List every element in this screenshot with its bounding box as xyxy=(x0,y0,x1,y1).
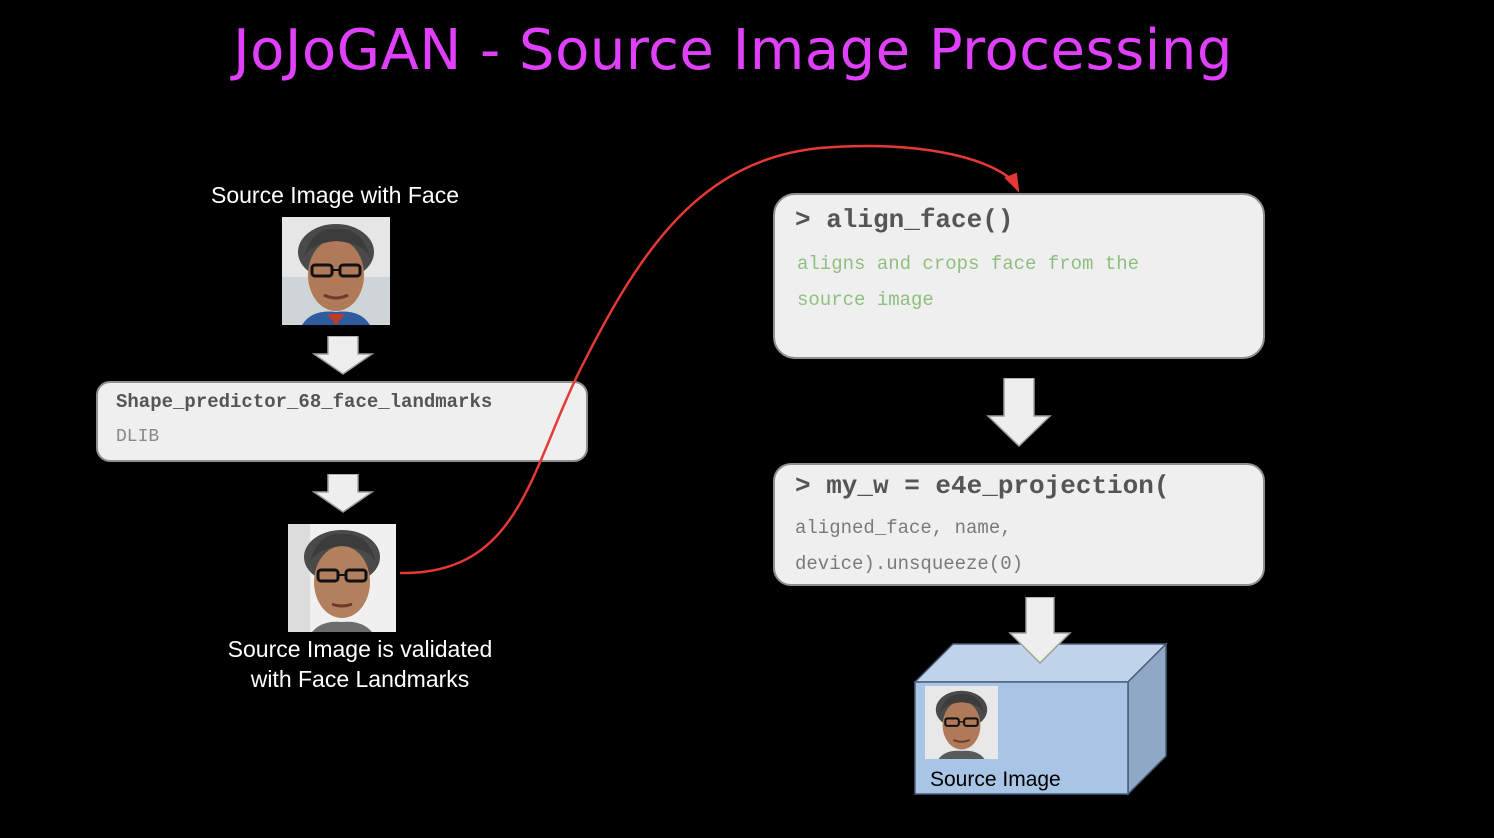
source-image-caption: Source Image with Face xyxy=(210,182,459,208)
cube-side-face xyxy=(1127,642,1167,796)
face-image xyxy=(282,217,390,325)
align-face-description-line2: source image xyxy=(797,289,934,311)
align-face-heading: > align_face() xyxy=(795,205,1014,235)
validated-caption-line1: Source Image is validated xyxy=(227,636,493,662)
source-face-photo xyxy=(282,217,390,325)
face-image xyxy=(925,686,998,759)
down-arrow-icon xyxy=(312,474,374,513)
validated-caption-line2: with Face Landmarks xyxy=(250,666,470,692)
cube-label: Source Image xyxy=(930,768,1061,791)
down-arrow-icon xyxy=(312,336,374,375)
e4e-projection-code-line2: device).unsqueeze(0) xyxy=(795,553,1024,575)
predictor-heading: Shape_predictor_68_face_landmarks xyxy=(116,391,493,413)
align-face-description-line1: aligns and crops face from the xyxy=(797,253,1140,275)
predictor-box: Shape_predictor_68_face_landmarks DLIB xyxy=(96,381,588,462)
e4e-projection-box: > my_w = e4e_projection( aligned_face, n… xyxy=(773,463,1265,586)
down-arrow-icon xyxy=(986,378,1052,448)
align-face-box: > align_face() aligns and crops face fro… xyxy=(773,193,1265,359)
e4e-projection-code-line1: aligned_face, name, xyxy=(795,517,1012,539)
connector-arrowhead-icon xyxy=(1004,172,1020,193)
validated-face-photo xyxy=(288,524,396,632)
down-arrow-icon xyxy=(1008,597,1072,665)
cube-face-photo xyxy=(925,686,998,759)
predictor-subtext: DLIB xyxy=(116,427,160,447)
page-title: JoJoGAN - Source Image Processing xyxy=(233,18,1233,83)
e4e-projection-heading: > my_w = e4e_projection( xyxy=(795,471,1170,501)
face-image xyxy=(288,524,396,632)
